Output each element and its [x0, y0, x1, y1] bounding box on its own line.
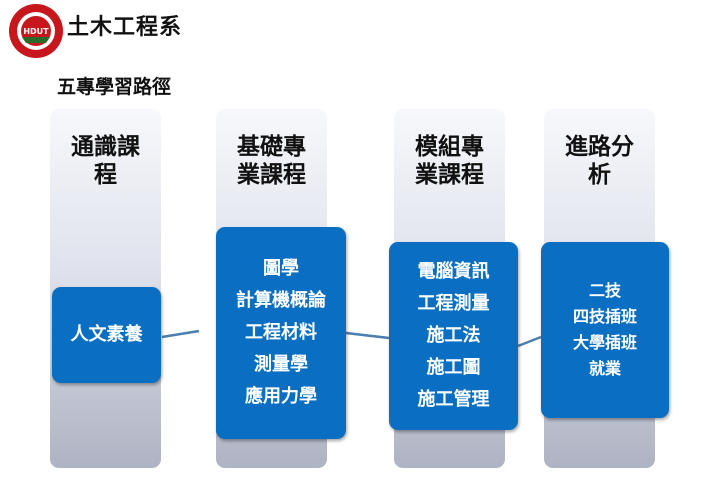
box-basic-courses: 圖學 計算機概論 工程材料 測量學 應用力學 [216, 227, 346, 439]
column-title: 通識課 程 [71, 134, 140, 188]
box-general-education: 人文素養 [52, 287, 161, 383]
career-item: 二技 [588, 281, 621, 300]
connector-2 [345, 331, 390, 340]
course-item: 電腦資訊 [417, 261, 490, 282]
column-title: 模組專 業課程 [415, 134, 484, 188]
course-item: 施工圖 [426, 357, 481, 378]
career-item: 就業 [588, 359, 621, 378]
course-item: 圖學 [263, 258, 299, 279]
box-career-paths: 二技 四技插班 大學插班 就業 [541, 242, 669, 418]
career-item: 大學插班 [572, 333, 637, 352]
course-item: 應用力學 [245, 386, 317, 407]
box-module-courses: 電腦資訊 工程測量 施工法 施工圖 施工管理 [389, 242, 518, 430]
course-item: 工程材料 [245, 322, 317, 343]
course-item: 測量學 [254, 354, 308, 375]
course-item: 人文素養 [70, 324, 143, 345]
page-title: 五專學習路徑 [57, 76, 172, 98]
connector-3 [517, 335, 542, 348]
department-name: 土木工程系 [67, 14, 183, 40]
career-item: 四技插班 [572, 307, 637, 326]
course-item: 工程測量 [417, 293, 490, 314]
connector-1 [161, 329, 200, 339]
column-title: 基礎專 業課程 [237, 134, 306, 188]
school-logo: HDUT [9, 4, 63, 58]
logo-text: HDUT [23, 27, 49, 36]
column-title: 進路分 析 [565, 134, 634, 188]
course-item: 施工管理 [417, 389, 490, 410]
course-item: 計算機概論 [236, 290, 326, 311]
course-item: 施工法 [426, 325, 481, 346]
